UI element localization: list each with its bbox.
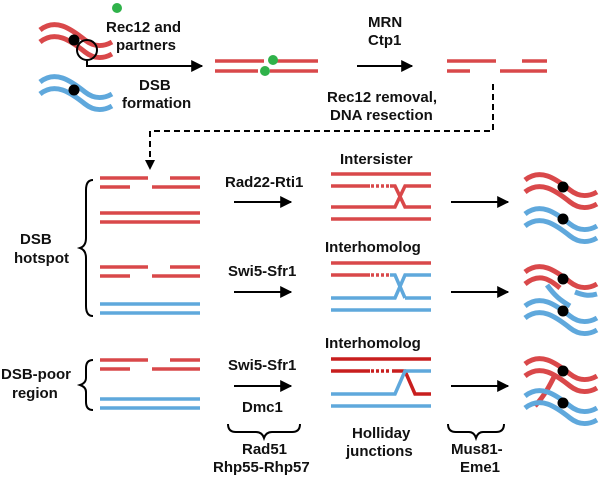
swi5-label-a: Swi5-Sfr1 [228,263,296,280]
dmc1-label: Dmc1 [242,399,283,416]
dsb-label-line2: formation [122,95,191,112]
rad22-label: Rad22-Rti1 [225,174,303,191]
rad51-label-line2: Rhp55-Rhp57 [213,459,310,476]
rad51-label-line1: Rad51 [242,441,287,458]
red-chromatid-2 [38,34,114,60]
product-interhomolog-a [523,264,599,336]
dsb-label-line1: DSB [139,77,171,94]
rad51-brace [227,423,301,442]
product-interhomolog-b [523,356,599,426]
hotspot-intersister-duplexes [100,176,200,224]
poor-label-line2: region [12,385,58,402]
initial-chromosomes [38,22,114,112]
intersister-junction [331,172,431,221]
interhomolog-junction-b [331,357,431,408]
blue-chromatid-1 [38,74,114,100]
mus81-label-line2: Eme1 [460,459,500,476]
hotspot-label-line1: DSB [20,231,52,248]
hotspot-label-line2: hotspot [14,250,69,267]
mus81-brace [447,423,505,442]
mrn-label: MRN [368,14,402,31]
resected-duplex [447,59,547,73]
removal-label-line2: DNA resection [330,107,433,124]
mus81-label-line1: Mus81- [451,441,503,458]
centromere-dot-blue [68,84,80,96]
poor-region-duplexes [100,358,200,410]
holliday-label-line1: Holliday [352,425,411,442]
blue-chromatid-2 [38,86,114,112]
rec12-green-dot [112,3,122,13]
product-intersister [523,172,599,244]
rec12-label-line2: partners [116,37,176,54]
dashed-connector-arrowhead [145,160,155,170]
dsb-formation-arrow [86,60,204,72]
removal-label-line1: Rec12 removal, [327,89,437,106]
interhomolog-label-a: Interhomolog [325,239,421,256]
intersister-label: Intersister [340,151,413,168]
hotspot-brace [76,179,94,317]
poor-brace [76,359,94,411]
ctp1-label: Ctp1 [368,32,401,49]
interhomolog-junction-a [331,261,431,312]
hotspot-interhomolog-duplexes [100,265,200,315]
swi5-label-b: Swi5-Sfr1 [228,357,296,374]
rec12-label-line1: Rec12 and [106,19,181,36]
centromere-dot-red [68,34,80,46]
rec12-bound-dot-top [268,55,278,65]
rec12-bound-dot-bottom [260,66,270,76]
broken-duplex [215,55,318,76]
dashed-connector [149,84,494,162]
poor-label-line1: DSB-poor [1,366,71,383]
holliday-label-line2: junctions [345,443,413,460]
interhomolog-label-b: Interhomolog [325,335,421,352]
